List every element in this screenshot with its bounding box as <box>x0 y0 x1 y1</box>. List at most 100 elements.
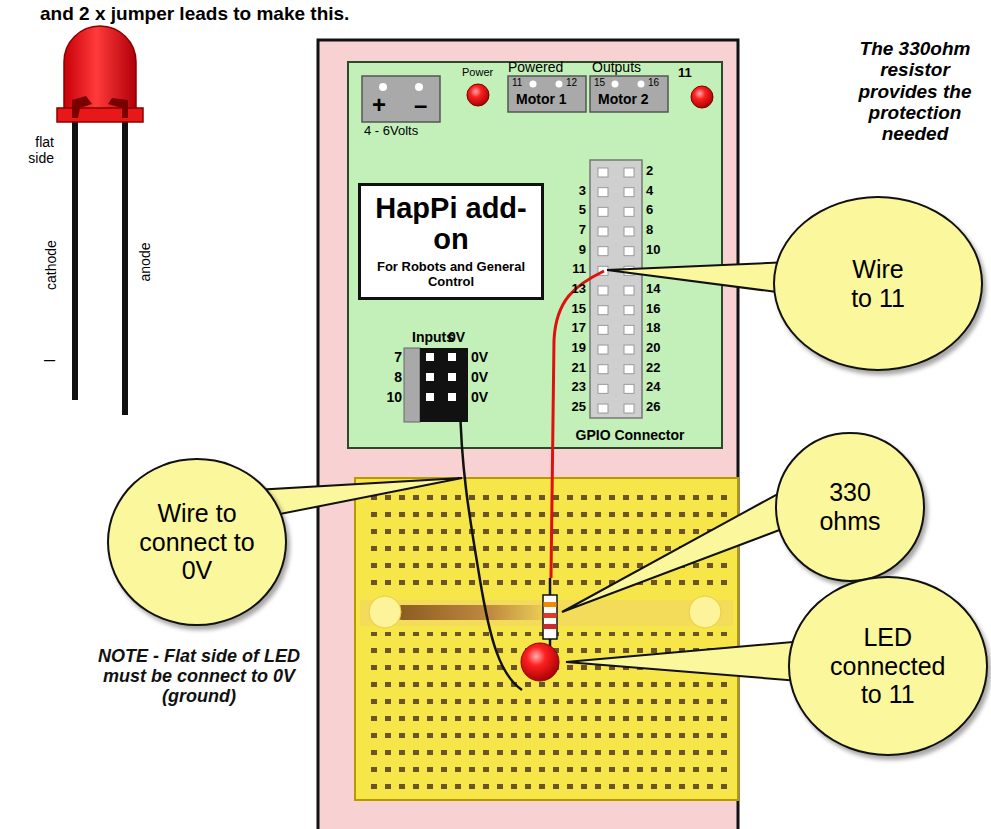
green-board <box>348 62 722 448</box>
connector-label: Motor 2 <box>598 92 649 108</box>
pin-number: 7 <box>384 350 402 366</box>
board-title: HapPi add-on <box>371 193 531 254</box>
gpio-pin <box>624 188 634 197</box>
pin-number: 21 <box>558 361 586 376</box>
pin-name: anode <box>138 243 154 282</box>
gpio-pin <box>624 325 634 334</box>
header-label: Inputs <box>412 330 454 346</box>
callout-bubble: Wire to 11 <box>773 196 983 371</box>
header-label: Outputs <box>592 60 641 76</box>
gpio-pin <box>598 384 608 393</box>
resistor-band <box>544 613 557 618</box>
header-pin <box>448 393 456 401</box>
header-pin <box>448 353 456 361</box>
pin-number: 10 <box>646 243 660 258</box>
gpio-pin <box>598 247 608 256</box>
callout-tail <box>255 478 462 516</box>
gpio-pin <box>598 345 608 354</box>
gpio-pin <box>624 207 634 216</box>
gpio-pin <box>598 365 608 374</box>
header-pins <box>426 353 456 401</box>
connector-label: GPIO Connector <box>560 428 700 444</box>
callout-text: LED connected to 11 <box>818 623 958 709</box>
power-terminal <box>415 83 423 91</box>
pin-number: 3 <box>558 184 586 199</box>
resistor-band <box>544 624 557 629</box>
pin-number: 20 <box>646 341 660 356</box>
gpio-pins <box>598 168 634 413</box>
pin-number: 18 <box>646 321 660 336</box>
mounting-hole <box>689 596 721 628</box>
pin-number: 8 <box>384 370 402 386</box>
pin-name: cathode <box>44 240 60 290</box>
red-wire <box>551 271 604 578</box>
part-label: flat side <box>8 135 54 166</box>
pin-number: 17 <box>558 321 586 336</box>
header-pin <box>426 393 434 401</box>
callout-text: Wire to connect to 0V <box>134 499 259 585</box>
pin-name: 0V <box>471 350 488 366</box>
motor-connector <box>508 76 586 112</box>
callout-bubble: Wire to connect to 0V <box>107 458 287 626</box>
cathode-anvil <box>72 96 92 118</box>
black-wire <box>460 401 522 690</box>
pin-number: 6 <box>646 203 653 218</box>
callout-bubble: 330 ohms <box>775 432 925 582</box>
board-subtitle: For Robots and General Control <box>366 260 536 290</box>
gpio-pin <box>598 306 608 315</box>
led-label: Power <box>462 66 493 78</box>
callout-bubble: LED connected to 11 <box>788 576 988 756</box>
pin-number: 22 <box>646 361 660 376</box>
polarity-mark: + <box>372 92 386 119</box>
gpio-connector <box>590 160 642 418</box>
gpio-pin <box>624 345 634 354</box>
gpio-pin <box>624 404 634 413</box>
gpio-pin <box>624 384 634 393</box>
pink-base <box>318 40 738 829</box>
pin-number: 4 <box>646 184 653 199</box>
header-pin <box>448 373 456 381</box>
pin-number: 11 <box>678 66 692 81</box>
gpio-pin <box>624 306 634 315</box>
motor-terminal <box>638 81 645 88</box>
note-text: The 330ohm resistor provides the protect… <box>845 38 985 144</box>
pin-number: 8 <box>646 223 653 238</box>
gpio-pin <box>624 247 634 256</box>
power-connector <box>362 76 440 122</box>
header-pin <box>426 353 434 361</box>
pin-number: 19 <box>558 341 586 356</box>
polarity-mark: – <box>414 92 427 119</box>
breadboard <box>355 478 738 800</box>
gpio-pin <box>598 168 608 177</box>
gpio-pin <box>624 227 634 236</box>
pin-number: 2 <box>646 164 653 179</box>
pin-number: 11 <box>512 77 522 88</box>
led-symbol <box>521 643 559 681</box>
input-header <box>404 348 420 422</box>
cathode-leg <box>72 118 78 400</box>
pin-number: 9 <box>558 243 586 258</box>
motor-terminal <box>556 81 563 88</box>
pin-number: 25 <box>558 400 586 415</box>
pin-number: 11 <box>558 262 586 277</box>
header-label: Powered <box>508 60 563 76</box>
callout-tail <box>566 640 815 682</box>
pin-number: 10 <box>384 390 402 406</box>
pin-number: 13 <box>558 282 586 297</box>
power-terminal <box>379 83 387 91</box>
output-led <box>691 86 713 108</box>
resistor-symbol <box>543 595 557 639</box>
pin-name: 0V <box>471 390 488 406</box>
callout-tail <box>562 490 790 612</box>
pin-number: 7 <box>558 223 586 238</box>
gpio-pin <box>598 227 608 236</box>
gpio-pin <box>598 188 608 197</box>
title-box: HapPi add-onFor Robots and General Contr… <box>358 183 544 300</box>
breadboard-holes <box>366 488 728 594</box>
gpio-pin <box>624 286 634 295</box>
led-illustration <box>57 26 143 415</box>
pin-number: 5 <box>558 203 586 218</box>
pin-number: 14 <box>646 282 660 297</box>
